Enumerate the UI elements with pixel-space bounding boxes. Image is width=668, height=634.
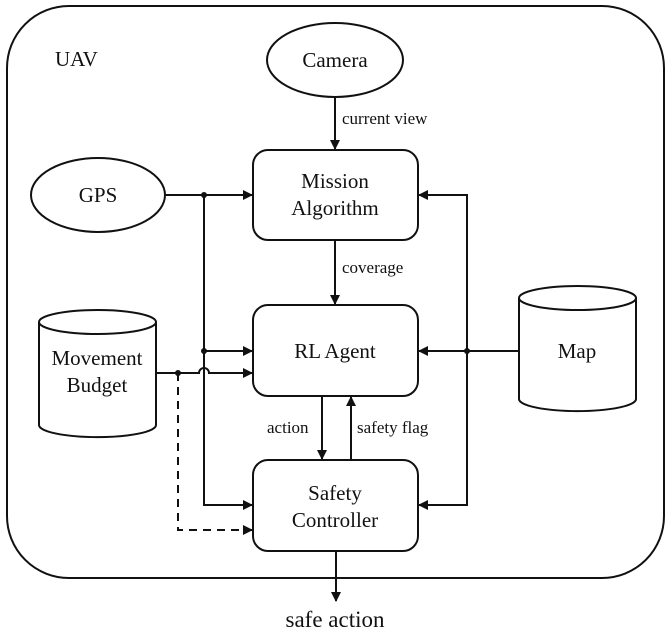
edge-budget-to-safety-dashed <box>177 373 253 535</box>
edge-label-coverage: coverage <box>342 258 403 277</box>
edge-label-current-view: current view <box>342 109 428 128</box>
junction-dot-map <box>464 348 470 354</box>
safety-controller-label-line1: Safety <box>308 481 362 505</box>
gps-node: GPS <box>30 157 166 233</box>
mission-algorithm-box <box>252 149 419 241</box>
safety-controller-box <box>252 459 419 552</box>
junction-dot-gps-rl <box>201 348 207 354</box>
edge-budget-to-rl <box>156 367 253 378</box>
rl-agent-label: RL Agent <box>294 339 376 363</box>
rl-agent-node: RL Agent <box>252 304 419 397</box>
map-label: Map <box>558 339 597 363</box>
camera-label: Camera <box>302 48 368 72</box>
movement-budget-label-line2: Budget <box>67 373 128 397</box>
mission-algorithm-node: Mission Algorithm <box>252 149 419 241</box>
edge-gps-to-safety <box>203 195 253 510</box>
gps-label: GPS <box>79 183 118 207</box>
junction-dot-gps <box>201 192 207 198</box>
map-node: Map <box>518 285 637 413</box>
edge-map-to-safety <box>418 351 468 510</box>
camera-node: Camera <box>266 22 404 98</box>
mission-algorithm-label-line1: Mission <box>301 169 369 193</box>
edge-label-action: action <box>267 418 309 437</box>
safety-controller-label-line2: Controller <box>292 508 378 532</box>
edge-map-to-mission <box>418 190 468 351</box>
uav-label: UAV <box>55 47 98 71</box>
output-label-safe-action: safe action <box>286 607 385 632</box>
mission-algorithm-label-line2: Algorithm <box>291 196 379 220</box>
movement-budget-cylinder-body <box>38 322 157 439</box>
movement-budget-label-line1: Movement <box>52 346 143 370</box>
map-cylinder-top <box>518 285 637 311</box>
edge-label-safety-flag: safety flag <box>357 418 429 437</box>
safety-controller-node: Safety Controller <box>252 459 419 552</box>
map-cylinder-body <box>518 298 637 413</box>
movement-budget-node: Movement Budget <box>38 309 157 439</box>
movement-budget-cylinder-top <box>38 309 157 335</box>
